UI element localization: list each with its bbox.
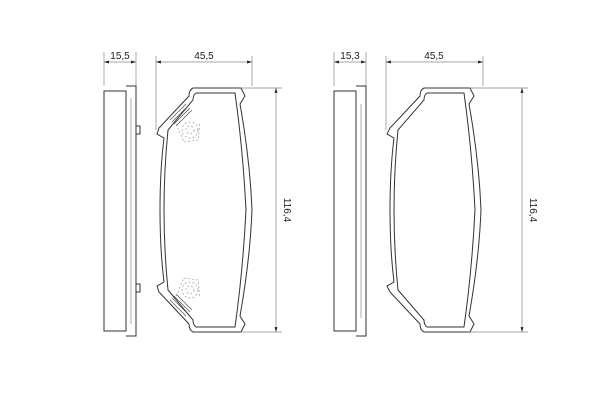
left-pad-group: 15,5 45,5 (103, 51, 292, 337)
right-thickness-label: 15,3 (340, 51, 360, 62)
right-pad-group: 15,3 45,5 116,4 (333, 51, 538, 337)
right-height-label: 116,4 (527, 198, 538, 223)
left-pad-side-view (103, 85, 141, 337)
right-pad-side-view (333, 85, 367, 337)
left-thickness-label: 15,5 (110, 51, 130, 62)
right-pad-front-view (386, 87, 482, 333)
left-width-dimension: 45,5 (155, 51, 253, 130)
right-width-dimension: 45,5 (385, 51, 484, 130)
right-width-label: 45,5 (424, 51, 444, 62)
left-thickness-dimension: 15,5 (103, 51, 137, 86)
left-width-label: 45,5 (194, 51, 214, 62)
left-pad-front-view (156, 87, 253, 333)
left-height-label: 116,4 (281, 198, 292, 223)
right-thickness-dimension: 15,3 (333, 51, 367, 86)
right-height-dimension: 116,4 (470, 87, 538, 333)
left-height-dimension: 116,4 (241, 87, 292, 333)
